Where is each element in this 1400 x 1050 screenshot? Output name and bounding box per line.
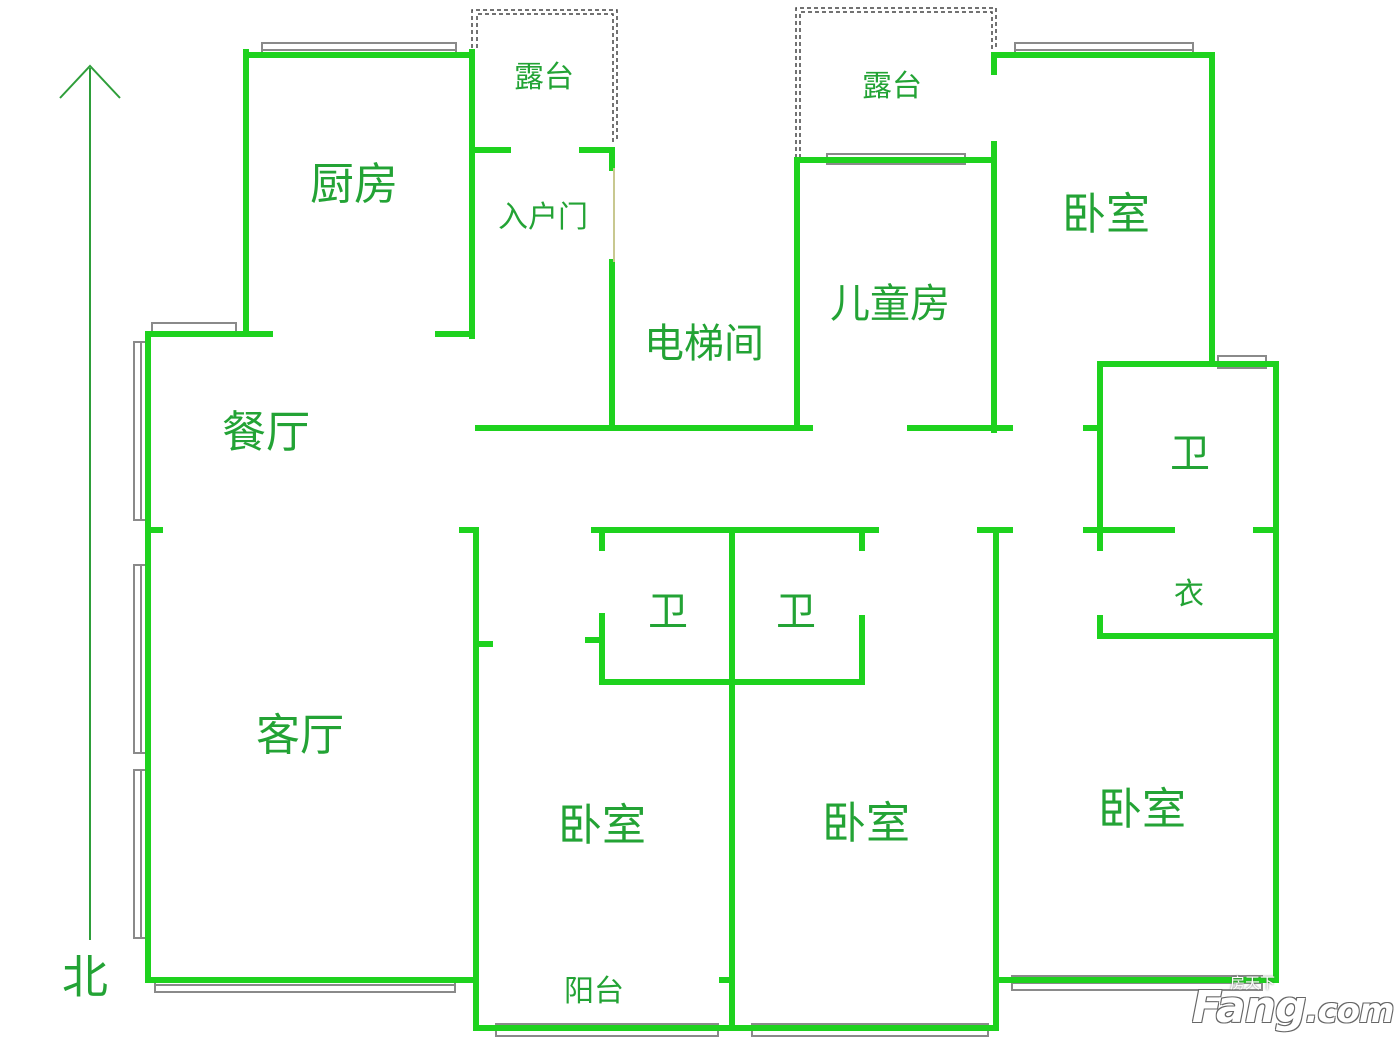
bath-east-label: 卫: [1170, 431, 1210, 477]
balcony-label: 阳台: [564, 974, 624, 1009]
bedroom-ne-label: 卧室: [1062, 189, 1150, 240]
bath-center-right-label: 卫: [776, 589, 816, 635]
entrance-label: 入户门: [498, 200, 588, 235]
walls: [145, 49, 1279, 1031]
kitchen-label: 厨房: [310, 159, 398, 210]
bedroom-south-2-label: 卧室: [822, 798, 910, 849]
wardrobe-label: 衣: [1174, 577, 1204, 612]
elevator-label: 电梯间: [644, 321, 764, 367]
kids-room-label: 儿童房: [830, 281, 950, 327]
watermark-sub: 房天下: [1230, 974, 1276, 992]
terrace-outlines: [471, 7, 997, 158]
watermark-main: Fang.com: [1192, 982, 1394, 1033]
north-arrow-icon: [59, 64, 121, 940]
watermark-logo: 房天下 Fang.com: [1192, 974, 1394, 1036]
bath-center-left-label: 卫: [648, 589, 688, 635]
bedroom-south-1-label: 卧室: [558, 800, 646, 851]
north-label: 北: [62, 950, 108, 1004]
living-label: 客厅: [256, 710, 344, 761]
terrace-left-label: 露台: [514, 60, 574, 95]
terrace-right-label: 露台: [862, 69, 922, 104]
dining-label: 餐厅: [222, 407, 310, 458]
bedroom-se-label: 卧室: [1098, 784, 1186, 835]
